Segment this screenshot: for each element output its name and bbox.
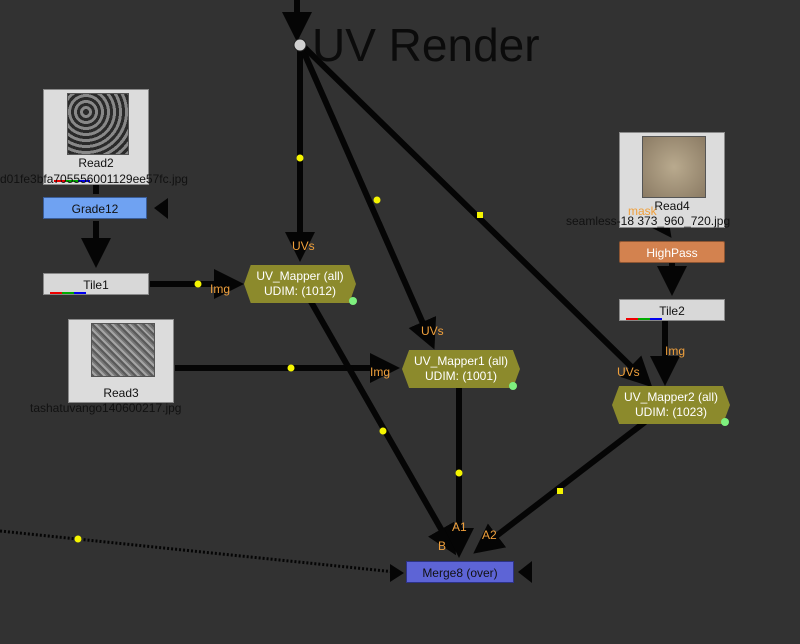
edge-mask-input <box>0 529 396 574</box>
read3-thumbnail <box>91 323 155 377</box>
uv-mapper2-title: UV_Mapper2 (all) <box>623 390 719 404</box>
read4-mask-pin: mask <box>628 204 657 218</box>
read4-thumbnail <box>642 136 706 198</box>
uv-mapper2-uvs-pin: UVs <box>617 365 640 379</box>
edge-dot[interactable] <box>477 212 483 218</box>
edge-dot[interactable] <box>296 154 304 162</box>
uv-mapper-title: UV_Mapper (all) <box>256 269 344 283</box>
read2-thumbnail <box>67 93 129 155</box>
uv-mapper2-mask-dot[interactable] <box>721 418 729 426</box>
uv-mapper1-uvs-pin: UVs <box>421 324 444 338</box>
highpass-node[interactable]: HighPass <box>619 241 725 263</box>
edge-dot-to-uvmapper2 <box>301 44 653 388</box>
uv-mapper1-title: UV_Mapper1 (all) <box>413 354 509 368</box>
grade12-side-arrow-icon <box>154 198 168 219</box>
merge-a2-pin: A2 <box>482 528 497 542</box>
mask-arrow-icon <box>390 564 404 582</box>
edge-uvmapper-to-merge-b <box>307 298 456 556</box>
grade12-label: Grade12 <box>71 202 119 216</box>
grade12-node[interactable]: Grade12 <box>43 197 147 219</box>
read2-node[interactable]: Read2 <box>43 89 149 185</box>
read3-node[interactable]: Read3 <box>68 319 174 403</box>
uv-mapper2-node[interactable]: UV_Mapper2 (all) UDIM: (1023) <box>612 386 730 424</box>
uv-mapper-img-pin: Img <box>210 282 231 296</box>
uv-mapper-udim: UDIM: (1012) <box>263 284 337 298</box>
tile2-label: Tile2 <box>659 304 685 318</box>
uv-mapper1-udim: UDIM: (1001) <box>424 369 498 383</box>
uv-mapper1-node[interactable]: UV_Mapper1 (all) UDIM: (1001) <box>402 350 520 388</box>
uv-mapper-mask-dot[interactable] <box>349 297 357 305</box>
tile1-node[interactable]: Tile1 <box>43 273 149 295</box>
read2-file-label: d01fe3bfa705556001129ee57fc.jpg <box>0 172 188 186</box>
read4-node[interactable]: Read4 <box>619 132 725 228</box>
edge-dot[interactable] <box>557 488 563 494</box>
channel-bar <box>54 180 66 182</box>
edge-dot[interactable] <box>373 196 381 204</box>
tile2-node[interactable]: Tile2 <box>619 299 725 321</box>
edge-dot[interactable] <box>194 280 202 288</box>
uv-mapper2-udim: UDIM: (1023) <box>634 405 708 419</box>
edge-dot[interactable] <box>379 427 387 435</box>
edge-dot[interactable] <box>74 535 82 543</box>
uv-mapper1-mask-dot[interactable] <box>509 382 517 390</box>
merge-a1-pin: A1 <box>452 520 467 534</box>
edge-dot[interactable] <box>455 469 463 477</box>
read3-file-label: tashatuvango140600217.jpg <box>30 401 182 415</box>
highpass-label: HighPass <box>646 246 698 260</box>
merge-b-pin: B <box>438 539 447 553</box>
uv-mapper2-img-pin: Img <box>665 344 686 358</box>
read3-label: Read3 <box>103 386 139 400</box>
merge-side-arrow-icon <box>518 561 532 583</box>
merge8-label: Merge8 (over) <box>422 566 498 580</box>
read4-file-label: seamless-18 373_960_720.jpg <box>566 214 731 228</box>
tile1-label: Tile1 <box>83 278 109 292</box>
uv-mapper1-img-pin: Img <box>370 365 391 379</box>
read2-label: Read2 <box>78 156 114 170</box>
edge-uvmapper2-to-merge-a2 <box>473 419 647 554</box>
read4-label: Read4 <box>654 199 690 213</box>
uv-mapper-node[interactable]: UV_Mapper (all) UDIM: (1012) <box>244 265 356 303</box>
merge8-node[interactable]: Merge8 (over) <box>406 561 514 583</box>
edge-dot[interactable] <box>287 364 295 372</box>
uv-mapper-uvs-pin: UVs <box>292 239 315 253</box>
backdrop-title: UV Render <box>312 19 540 71</box>
dot-node[interactable] <box>293 38 307 52</box>
edge-dot-to-uvmapper1 <box>299 46 437 350</box>
